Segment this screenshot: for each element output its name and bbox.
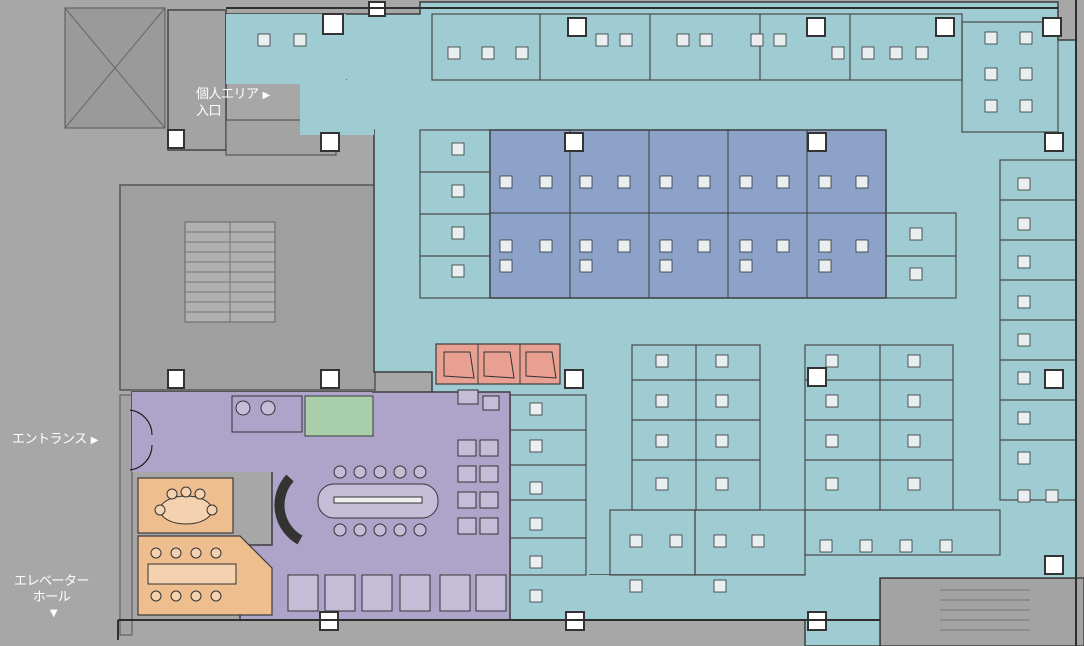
private-area-label-line2: 入口	[196, 104, 222, 119]
reception-storage	[304, 395, 374, 437]
outer-walls	[117, 0, 1077, 646]
arrow-right-icon: ▶	[262, 90, 271, 101]
phone-booths	[435, 343, 561, 385]
private-area-entrance-label: 個人エリア▶ 入口	[196, 87, 270, 120]
core-area	[64, 7, 1084, 646]
arrow-down-icon: ▼	[49, 608, 58, 619]
partition-walls	[419, 13, 1077, 576]
arrow-right-icon: ▶	[90, 435, 99, 446]
focus-block	[489, 129, 887, 299]
entrance-label: エントランス▶	[12, 432, 98, 449]
meeting-furniture	[147, 486, 237, 602]
entrance-text: エントランス	[12, 432, 87, 447]
elevator-label-line1: エレベーター	[14, 574, 90, 589]
entrance-door	[129, 409, 153, 471]
workstations	[257, 31, 1059, 603]
private-area-label-line1: 個人エリア	[196, 87, 259, 102]
elevator-label-line2: ホール	[32, 590, 71, 605]
lounge-furniture	[231, 389, 507, 612]
elevator-hall-label: エレベーター ホール ▼	[14, 574, 90, 622]
